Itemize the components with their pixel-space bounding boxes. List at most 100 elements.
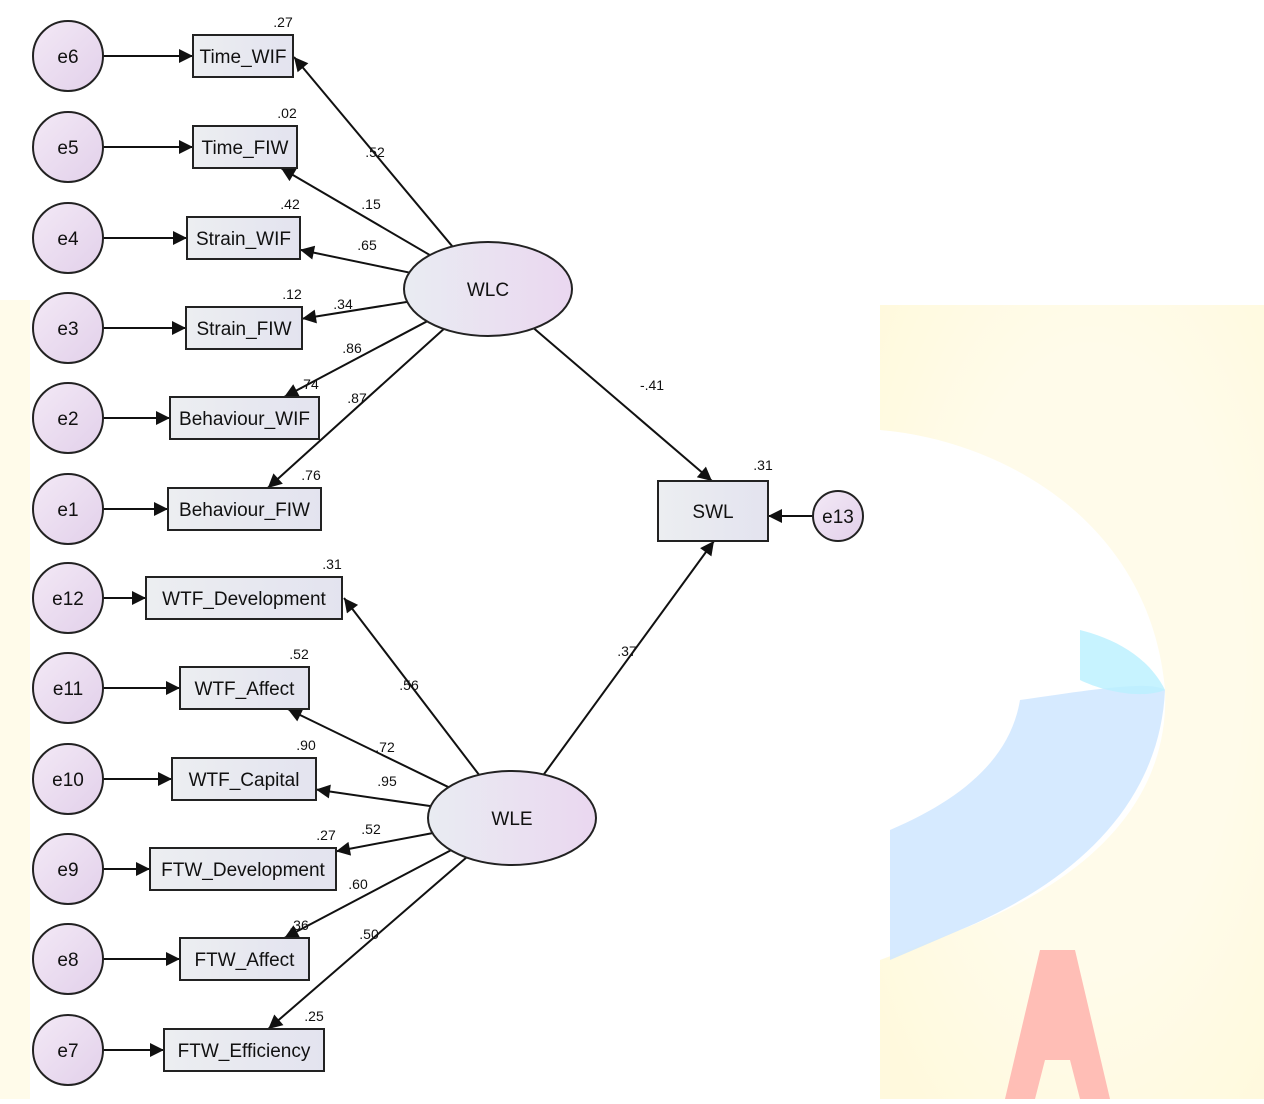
error-label-e1: e1: [57, 500, 78, 521]
indicator-label-wtf-development: WTF_Development: [162, 589, 326, 610]
coefficient-layer: .27 .52 .02 .15 .42 .65 .12 .34 .74 .86 .76 .87 .31.…: [273, 14, 773, 1024]
loading-label-wtf-affect: .72: [375, 739, 395, 755]
indicator-label-behaviour-fiw: Behaviour_FIW: [179, 500, 310, 521]
error-label-e5: e5: [57, 138, 78, 159]
indicator-box-ftw-development: [149, 847, 337, 891]
error-label-e7: e7: [57, 1041, 78, 1062]
error-node-e13: [812, 490, 864, 542]
error-node-e5: [32, 111, 104, 183]
latent-label-wle: WLE: [491, 809, 532, 830]
indicator-label-wtf-affect: WTF_Affect: [195, 679, 296, 700]
error-label-e13: e13: [822, 507, 854, 528]
error-node-e9: [32, 833, 104, 905]
indicator-label-time-fiw: Time_FIW: [202, 138, 289, 159]
error-node-e3: [32, 292, 104, 364]
indicator-box-behaviour-wif: [169, 396, 320, 440]
indicator-label-time-wif: Time_WIF: [200, 47, 287, 68]
error-node-e12: [32, 562, 104, 634]
edge-layer: [103, 49, 813, 1057]
error-node-e1: [32, 473, 104, 545]
indicator-label-strain-fiw: Strain_FIW: [196, 319, 291, 340]
error-label-e10: e10: [52, 770, 84, 791]
loading-arrow-ftw-affect: [283, 849, 452, 939]
loading-arrow-ftw-development: [335, 832, 433, 856]
indicator-box-ftw-affect: [179, 937, 310, 981]
error-label-e12: e12: [52, 589, 84, 610]
loading-arrow-wtf-development: [343, 597, 480, 776]
watermark-backdrop: [0, 300, 1264, 1099]
indicator-box-ftw-efficiency: [163, 1028, 325, 1072]
loading-label-ftw-affect: .60: [348, 876, 368, 892]
indicator-box-wtf-development: [145, 576, 343, 620]
indicator-label-behaviour-wif: Behaviour_WIF: [179, 409, 310, 430]
latent-node-wle: [427, 770, 597, 866]
r2-label-behaviour-wif: .74: [299, 376, 319, 392]
r2-label-wtf-affect: .52: [289, 646, 309, 662]
loading-arrow-wtf-affect: [287, 708, 450, 789]
r2-label-wtf-development: .31: [322, 556, 342, 572]
outcome-label-swl: SWL: [692, 502, 733, 523]
r2-label-ftw-development: .27: [316, 827, 336, 843]
loading-arrow-strain-fiw: [301, 300, 408, 324]
indicator-label-ftw-affect: FTW_Affect: [195, 950, 296, 971]
loading-label-behaviour-fiw: .87: [347, 390, 367, 406]
r2-label-behaviour-fiw: .76: [301, 467, 321, 483]
loading-label-time-wif: .52: [365, 144, 385, 160]
path-label-wlc-swl: -.41: [640, 377, 664, 393]
indicator-box-behaviour-fiw: [167, 487, 322, 531]
loading-label-wtf-capital: .95: [377, 773, 397, 789]
loading-arrow-time-wif: [293, 56, 454, 248]
error-node-e4: [32, 202, 104, 274]
path-arrow-wle-swl: [542, 540, 715, 776]
loading-label-strain-wif: .65: [357, 237, 377, 253]
latent-node-wlc: [403, 241, 573, 337]
indicator-label-ftw-efficiency: FTW_Efficiency: [178, 1041, 311, 1062]
loading-arrow-behaviour-fiw: [267, 328, 445, 489]
loading-arrow-time-fiw: [280, 167, 431, 256]
error-node-e2: [32, 382, 104, 454]
error-label-e8: e8: [57, 950, 78, 971]
loading-arrow-strain-wif: [299, 245, 410, 274]
error-node-e6: [32, 20, 104, 92]
error-node-e8: [32, 923, 104, 995]
loading-label-ftw-development: .52: [361, 821, 381, 837]
loading-label-ftw-efficiency: .50: [359, 926, 379, 942]
node-layer: e6 Time_WIF e5 Time_FIW e4 Strain_WIF e3 Strain…: [32, 20, 864, 1086]
indicator-box-time-fiw: [192, 125, 298, 169]
latent-label-wlc: WLC: [467, 280, 509, 301]
r2-label-time-fiw: .02: [277, 105, 297, 121]
error-label-e11: e11: [53, 679, 83, 700]
r2-label-swl: .31: [753, 457, 773, 473]
error-label-e2: e2: [57, 409, 78, 430]
loading-label-wtf-development: .56: [399, 677, 419, 693]
error-node-e11: [32, 652, 104, 724]
r2-label-ftw-efficiency: .25: [304, 1008, 324, 1024]
loading-label-strain-fiw: .34: [333, 296, 353, 312]
error-node-e10: [32, 743, 104, 815]
path-label-wle-swl: .37: [617, 643, 637, 659]
indicator-label-strain-wif: Strain_WIF: [196, 229, 291, 250]
loading-arrow-ftw-efficiency: [267, 856, 468, 1030]
error-label-e4: e4: [57, 229, 79, 250]
indicator-box-strain-fiw: [185, 306, 303, 350]
indicator-label-ftw-development: FTW_Development: [161, 860, 325, 881]
r2-label-time-wif: .27: [273, 14, 293, 30]
path-arrow-wlc-swl: [533, 327, 713, 482]
indicator-box-wtf-affect: [179, 666, 310, 710]
r2-label-ftw-affect: .36: [289, 917, 309, 933]
error-label-e3: e3: [57, 319, 78, 340]
r2-label-strain-wif: .42: [280, 196, 300, 212]
error-label-e9: e9: [57, 860, 78, 881]
loading-arrow-wtf-capital: [315, 784, 431, 808]
indicator-box-strain-wif: [186, 216, 301, 260]
loading-label-behaviour-wif: .86: [342, 340, 362, 356]
r2-label-strain-fiw: .12: [282, 286, 302, 302]
outcome-box-swl: [657, 480, 769, 542]
indicator-label-wtf-capital: WTF_Capital: [189, 770, 300, 791]
indicator-box-wtf-capital: [171, 757, 317, 801]
loading-label-time-fiw: .15: [361, 196, 381, 212]
error-label-e6: e6: [57, 47, 78, 68]
r2-label-wtf-capital: .90: [296, 737, 316, 753]
